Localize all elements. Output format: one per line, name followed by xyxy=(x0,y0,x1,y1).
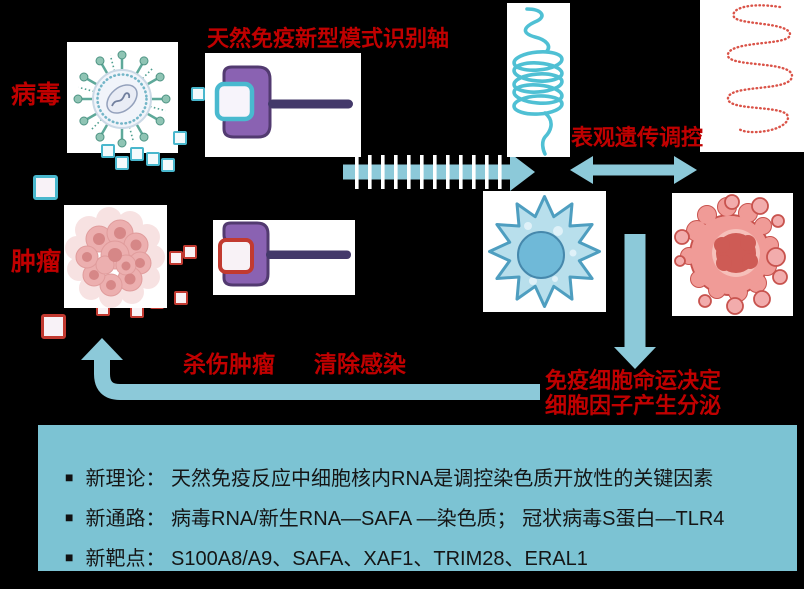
cell-fate-down-arrow-icon xyxy=(614,234,656,369)
kill-tumor-label: 杀伤肿瘤 xyxy=(183,351,275,377)
viral-rna-ligand-square xyxy=(214,81,255,122)
nucleic-acid-particle-teal xyxy=(191,87,205,101)
pattern-recognition-receptor-icon xyxy=(214,65,353,139)
dendritic-cell-icon xyxy=(488,195,601,308)
summary-text: 新理论： 天然免疫反应中细胞核内RNA是调控染色质开放性的关键因素 xyxy=(85,468,714,490)
bullet-square-icon: ■ xyxy=(65,508,74,525)
secreted-vesicles xyxy=(674,194,788,315)
signal-striped-arrow-icon xyxy=(343,153,535,191)
tumor-cluster-icon xyxy=(65,207,165,308)
open-chromatin-panel xyxy=(700,0,804,152)
epigenetic-double-arrow-icon xyxy=(570,156,697,184)
epigenetic-regulation-label: 表观遗传调控 xyxy=(571,125,704,150)
pattern-recognition-receptor-icon xyxy=(218,221,351,287)
nucleic-acid-particle-teal xyxy=(101,144,115,158)
tumor-dna-ligand-square xyxy=(218,238,254,274)
virus-panel xyxy=(67,42,178,153)
open-chromatin-icon xyxy=(726,4,794,134)
summary-item-targets: ■ 新靶点： S100A8/A9、SAFA、XAF1、TRIM28、ERAL1 xyxy=(65,542,588,571)
tumor-cell-panel xyxy=(672,193,793,316)
nucleic-acid-particle-red-large xyxy=(41,314,66,339)
virus-icon xyxy=(73,50,171,148)
summary-text: 新靶点： S100A8/A9、SAFA、XAF1、TRIM28、ERAL1 xyxy=(85,548,588,570)
immune-cell-panel xyxy=(483,191,606,312)
nucleic-acid-particle-teal xyxy=(146,152,160,166)
summary-item-pathway: ■ 新通路： 病毒RNA/新生RNA—SAFA —染色质； 冠状病毒S蛋白—TL… xyxy=(65,502,724,531)
summary-box: ■ 新理论： 天然免疫反应中细胞核内RNA是调控染色质开放性的关键因素 ■ 新通… xyxy=(38,425,797,571)
page-title: 天然免疫新型模式识别轴 xyxy=(207,26,450,51)
receptor-panel-tumor xyxy=(213,220,355,295)
tumor-label: 肿瘤 xyxy=(11,248,62,276)
condensed-chromatin-panel xyxy=(507,3,570,157)
cytokine-secretion-label: 细胞因子产生分泌 xyxy=(545,393,722,418)
nucleic-acid-particle-teal xyxy=(115,156,129,170)
bullet-square-icon: ■ xyxy=(65,548,74,565)
summary-text: 新通路： 病毒RNA/新生RNA—SAFA —染色质； 冠状病毒S蛋白—TLR4 xyxy=(85,508,725,530)
virus-label: 病毒 xyxy=(11,81,62,109)
bullet-square-icon: ■ xyxy=(65,468,74,485)
tumor-panel xyxy=(64,205,167,308)
nucleic-acid-particle-teal-large xyxy=(33,175,58,200)
condensed-chromatin-icon xyxy=(512,7,564,156)
nucleic-acid-particle-red xyxy=(183,245,197,259)
summary-item-theory: ■ 新理论： 天然免疫反应中细胞核内RNA是调控染色质开放性的关键因素 xyxy=(65,462,713,491)
tumor-cell-icon xyxy=(674,194,788,315)
receptor-panel-virus xyxy=(205,53,361,157)
nucleic-acid-particle-teal xyxy=(173,131,187,145)
nucleic-acid-particle-red xyxy=(174,291,188,305)
immune-fate-label: 免疫细胞命运决定 xyxy=(545,368,722,393)
nucleic-acid-particle-red xyxy=(169,251,183,265)
clear-infection-label: 清除感染 xyxy=(314,351,406,377)
feedback-bent-arrow-icon xyxy=(81,338,540,400)
nucleic-acid-particle-teal xyxy=(161,158,175,172)
nucleic-acid-particle-teal xyxy=(130,147,144,161)
